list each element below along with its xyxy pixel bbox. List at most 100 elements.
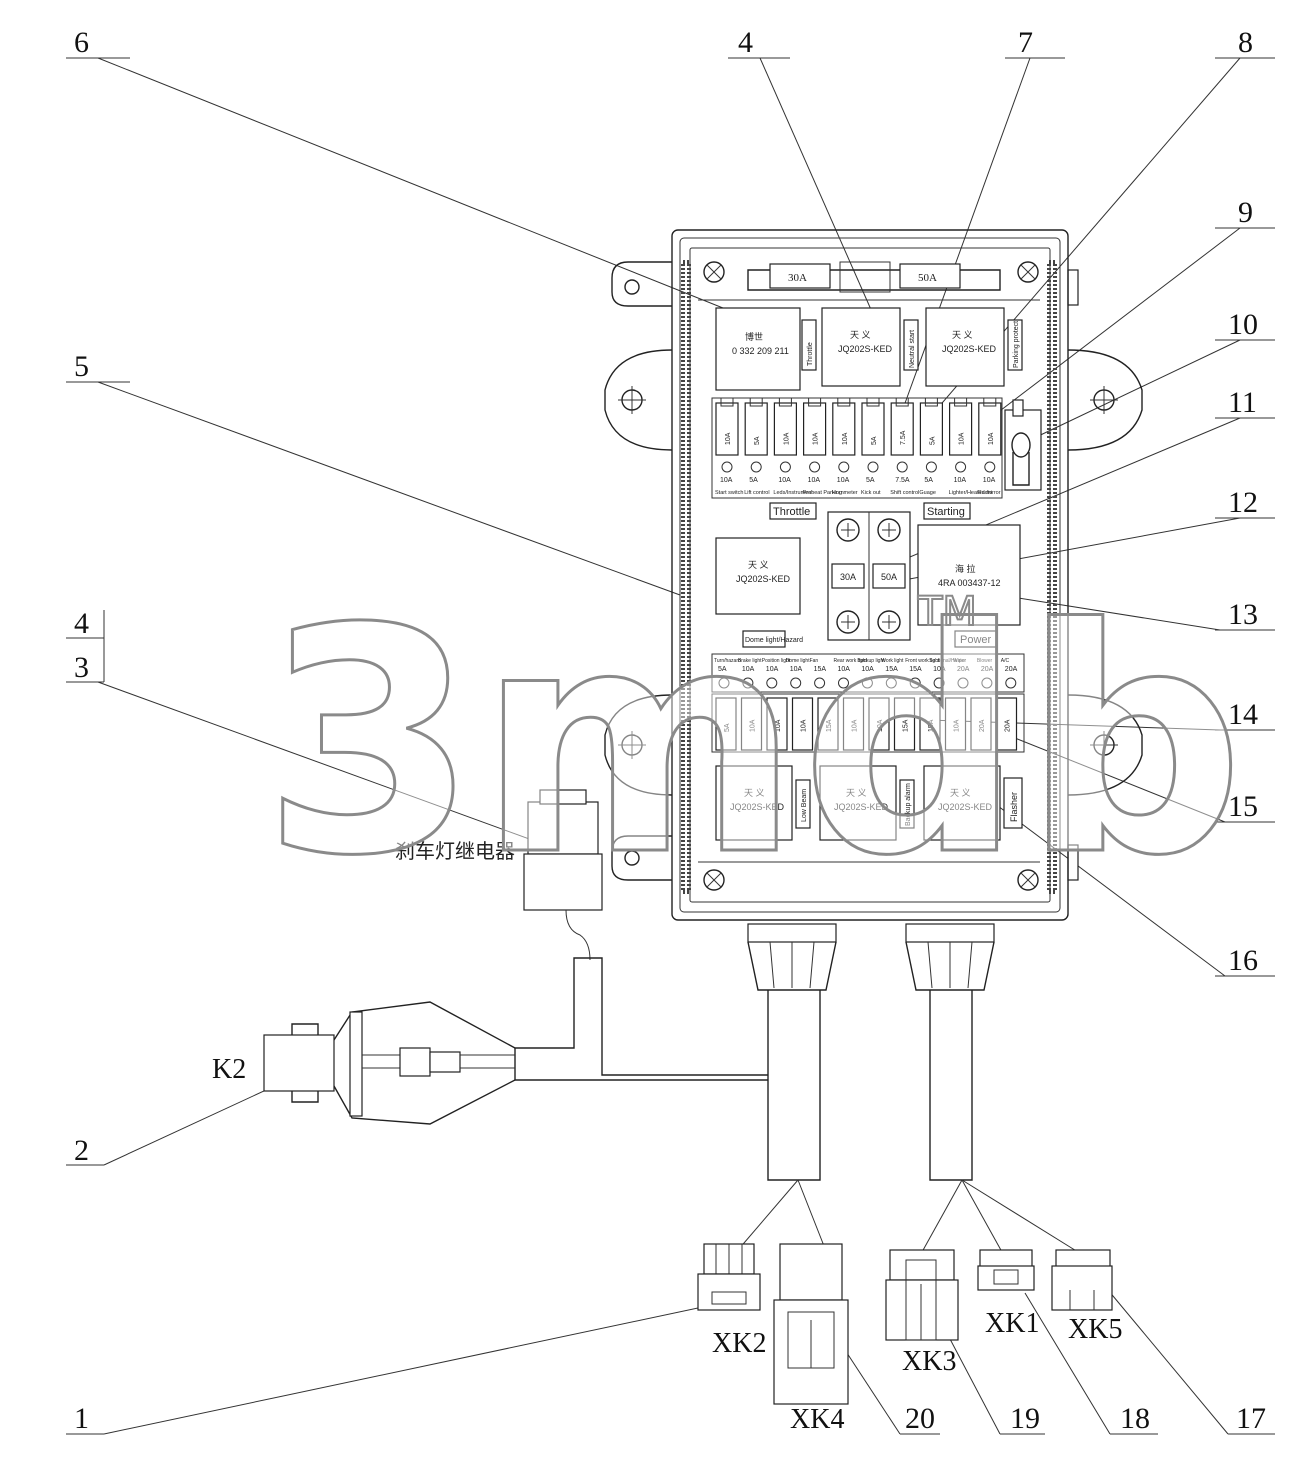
- lower-fuse-led: [766, 677, 778, 689]
- connector-xk4: XK4: [773, 1243, 849, 1435]
- upper-label-amp: 10A: [837, 477, 850, 484]
- relay-6-brand: 天 义: [744, 788, 765, 798]
- k2-component: K2: [212, 1001, 516, 1125]
- lower-fuse-led: [957, 677, 969, 689]
- lower-fuse: [944, 697, 967, 751]
- upper-fuse-led: [955, 461, 967, 473]
- upper-fuse-led: [867, 461, 879, 473]
- connector-xk1-label: XK1: [985, 1308, 1039, 1339]
- upper-fuse: [948, 402, 973, 456]
- relay-5-model: 4RA 003437-12: [938, 578, 1001, 588]
- relay-1-model: 0 332 209 211: [732, 346, 789, 356]
- upper-label-name: Leds/Instrument: [773, 490, 813, 496]
- upper-fuse: [978, 402, 1002, 456]
- upper-fuse-cap: [983, 397, 997, 407]
- mid-relays: 天 义 JQ202S-KED 海 拉 4RA 003437-12: [715, 524, 1021, 626]
- callout-2: 2: [74, 1134, 89, 1167]
- upper-label-amp: 10A: [808, 477, 821, 484]
- relay-1-brand: 博世: [745, 331, 763, 342]
- lower-label-amp: 15A: [885, 666, 898, 673]
- upper-label-name: Start switch: [715, 490, 743, 496]
- lower-label-name: Dome light: [786, 658, 811, 664]
- relay-tag-parking: Parking protect: [1013, 321, 1020, 368]
- upper-fuse-rating: 5A: [754, 436, 761, 445]
- lower-label-name: Wiper: [953, 658, 966, 664]
- callout-1: 1: [74, 1402, 89, 1435]
- upper-fuse: [744, 402, 768, 456]
- lower-label-amp: 20A: [957, 666, 970, 673]
- lower-fuse: [868, 697, 890, 751]
- upper-fuse-cap: [866, 397, 880, 407]
- callout-8: 8: [1238, 26, 1253, 59]
- lower-fuse-rating: 20A: [1005, 719, 1012, 732]
- upper-fuse-led: [721, 461, 733, 473]
- connector-k2-label: K2: [212, 1054, 246, 1085]
- callout-13: 13: [1228, 598, 1258, 631]
- upper-fuse-cap: [954, 397, 968, 407]
- lower-fuse-led: [718, 677, 730, 689]
- upper-label-name: Lighter/Heated mirror: [949, 490, 1001, 496]
- lower-label-name: Turn/hazard: [714, 658, 741, 664]
- mounting-flanges: [604, 261, 1143, 881]
- callout-3: 3: [74, 651, 89, 684]
- lower-fuse: [970, 697, 992, 751]
- relay-tag-throttle: Throttle: [807, 342, 814, 366]
- lower-label-amp: 10A: [838, 666, 851, 673]
- lower-fuse-rating: 15A: [903, 719, 910, 732]
- connector-xk1: XK1: [977, 1249, 1039, 1339]
- lower-label-name: Brake light: [738, 658, 762, 664]
- lower-fuse-rating: 10A: [954, 719, 961, 732]
- callout-18: 18: [1120, 1402, 1150, 1435]
- upper-label-name: Kick out: [861, 490, 881, 496]
- upper-fuse: [832, 402, 856, 456]
- relay-4-brand: 天 义: [748, 560, 769, 570]
- watermark-tm: TM: [917, 589, 977, 635]
- label-starting: Starting: [927, 506, 965, 518]
- upper-fuse: [861, 402, 885, 456]
- upper-fuse-cap: [749, 397, 763, 407]
- lower-label-amp: 10A: [742, 666, 755, 673]
- callout-20: 20: [905, 1402, 935, 1435]
- callout-10: 10: [1228, 308, 1258, 341]
- callout-4-top: 4: [738, 26, 753, 59]
- relay-2-brand: 天 义: [850, 330, 871, 340]
- upper-label-amp: 10A: [720, 477, 733, 484]
- upper-label-amp: 10A: [983, 477, 996, 484]
- upper-label-name: Preheat Parking meter: [803, 490, 858, 496]
- lower-fuse-rating: 10A: [775, 719, 782, 732]
- lower-fuse-led: [742, 677, 754, 689]
- upper-fuse-led: [838, 461, 850, 473]
- lower-fuse: [842, 697, 865, 751]
- connector-xk5: XK5: [1051, 1249, 1122, 1345]
- main-fuse-strip: 30A 50A: [747, 261, 1001, 293]
- upper-fuse-rating: 10A: [842, 432, 849, 445]
- upper-label-amp: 10A: [778, 477, 791, 484]
- lower-fuse-led: [981, 677, 993, 689]
- relay-3-model: JQ202S-KED: [942, 344, 997, 354]
- relay-8-brand: 天 义: [950, 788, 971, 798]
- connector-xk2: XK2: [697, 1243, 766, 1359]
- upper-fuse-rating: 10A: [959, 432, 966, 445]
- lower-fuse-rating: 10A: [877, 719, 884, 732]
- connector-xk2-label: XK2: [712, 1328, 766, 1359]
- callout-12: 12: [1228, 486, 1258, 519]
- upper-label-name: Shift control: [890, 490, 919, 496]
- lower-fuse-rating: 20A: [979, 719, 986, 732]
- upper-fuse-led: [984, 461, 996, 473]
- lower-fuse: [995, 697, 1018, 751]
- upper-label-amp: 5A: [924, 477, 933, 484]
- lower-fuse-led: [1005, 677, 1017, 689]
- connector-xk5-label: XK5: [1068, 1314, 1122, 1345]
- label-dome-hazard: Dome light/Hazard: [745, 637, 803, 644]
- lower-fuse: [715, 697, 737, 751]
- upper-fuse-led: [809, 461, 821, 473]
- callout-17: 17: [1236, 1402, 1266, 1435]
- lower-label-amp: 10A: [861, 666, 874, 673]
- upper-label-name: Horn: [832, 490, 844, 496]
- label-throttle: Throttle: [773, 506, 810, 518]
- lower-label-name: A/C: [1001, 658, 1010, 664]
- upper-fuse-rating: 10A: [813, 432, 820, 445]
- lower-fuse-rating: 15A: [928, 719, 935, 732]
- lower-fuse-rating: 5A: [724, 723, 731, 732]
- upper-fuse-rating: 7.5A: [900, 430, 907, 445]
